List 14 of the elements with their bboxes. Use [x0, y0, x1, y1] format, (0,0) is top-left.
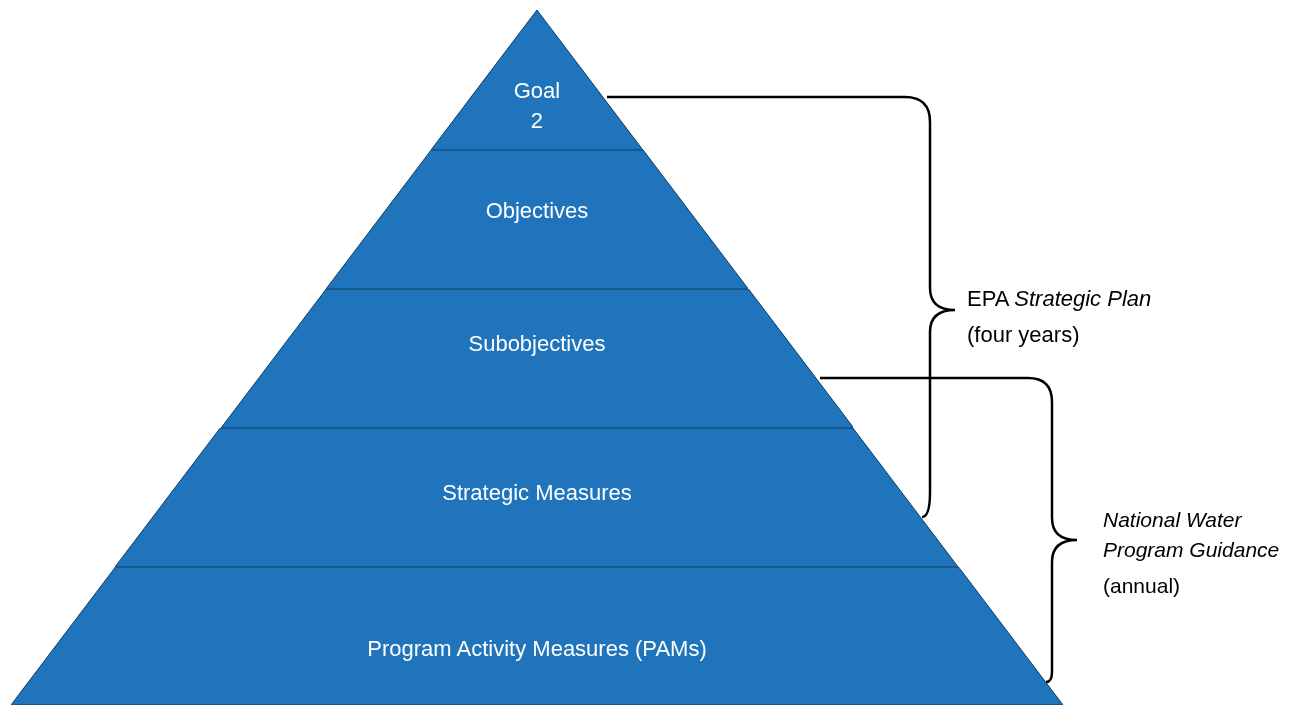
tier-label: Strategic Measures: [442, 479, 632, 507]
pyramid-tier: [431, 10, 643, 150]
tier-label: Subobjectives: [468, 330, 606, 358]
pyramid-tier: [115, 428, 959, 567]
pyramid-tier: [11, 567, 1063, 705]
bracket-caption: (annual): [1103, 573, 1182, 599]
tier-label: Objectives: [485, 197, 589, 225]
bracket-caption: National Water Program Guidance: [1103, 507, 1281, 563]
tier-label: Goal 2: [512, 77, 562, 135]
pyramid-tier: [220, 289, 854, 428]
tier-label: Program Activity Measures (PAMs): [367, 635, 707, 663]
bracket-caption: (four years): [967, 321, 1080, 349]
pyramid-tier: [325, 150, 749, 289]
bracket-caption: EPA Strategic Plan: [967, 285, 1152, 313]
